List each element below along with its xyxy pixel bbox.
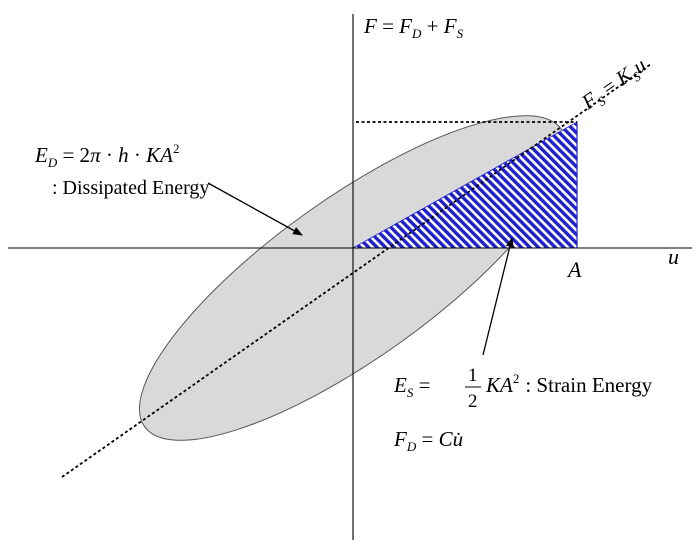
dissipated-energy-formula: ED = 2π · h · KA2 bbox=[34, 141, 179, 170]
strain-energy-lhs: ES = bbox=[393, 373, 430, 400]
strain-energy-rhs: KA2: Strain Energy bbox=[485, 371, 653, 397]
strain-energy-arrow bbox=[482, 237, 514, 356]
damping-force-formula: FD = Cu̇ bbox=[393, 427, 463, 454]
strain-energy-denominator: 2 bbox=[468, 391, 478, 412]
amplitude-label: A bbox=[566, 257, 582, 282]
vertical-axis-label: F = FD + FS bbox=[363, 14, 464, 41]
stiffness-line-label: FS = KSu bbox=[576, 53, 652, 117]
strain-energy-numerator: 1 bbox=[468, 365, 478, 386]
dissipated-energy-caption: : Dissipated Energy bbox=[52, 177, 209, 199]
dissipated-energy-arrow bbox=[207, 182, 303, 236]
horizontal-axis-label: u bbox=[668, 244, 679, 269]
stiffness-line bbox=[61, 63, 652, 478]
